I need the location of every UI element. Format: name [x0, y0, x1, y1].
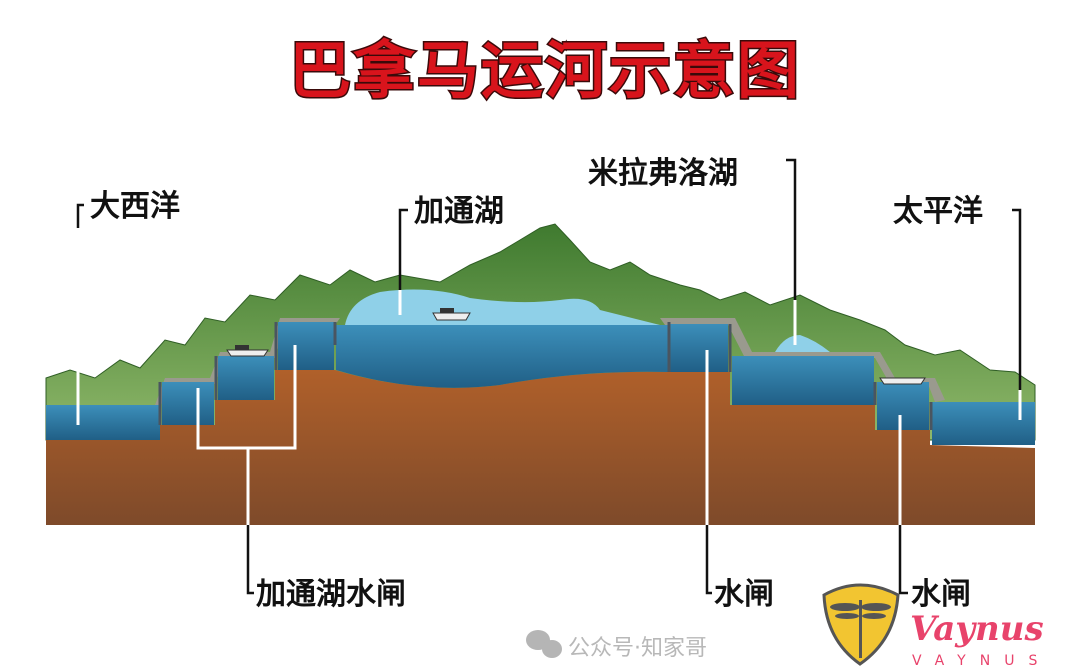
- label-pacific: 太平洋: [893, 194, 983, 229]
- label-atlantic: 大西洋: [90, 189, 180, 224]
- pacific-water: [932, 402, 1035, 445]
- miraflores-lake-water: [732, 356, 874, 405]
- leader-lock-right: [898, 525, 908, 595]
- leader-gatun-lake: [398, 208, 408, 290]
- leader-pacific: [1012, 208, 1022, 390]
- wechat-icon: [526, 630, 562, 658]
- watermark-account: 公众号·知家哥: [568, 636, 707, 661]
- ground-cross-section: [46, 370, 1035, 525]
- leader-lock-middle: [705, 525, 712, 595]
- watermark-brand-caps: VAYNUS: [912, 653, 1051, 668]
- leader-gatun-locks: [246, 525, 254, 595]
- ship-icon: [432, 308, 471, 321]
- label-miraflores-lake: 米拉弗洛湖: [588, 156, 738, 191]
- ship-icon: [226, 345, 269, 357]
- diagram-title: 巴拿马运河示意图: [289, 34, 801, 107]
- gatun-lock-chamber-2: [218, 356, 274, 400]
- miraflores-lake-surface: [775, 335, 830, 352]
- gatun-lake-water: [336, 325, 668, 388]
- pedro-miguel-lock-chamber: [670, 324, 728, 372]
- leader-gatun-locks-bracket: [196, 345, 297, 525]
- gatun-lake-surface: [345, 289, 660, 325]
- label-lock-right: 水闸: [911, 577, 971, 612]
- watermark: 公众号·知家哥 Vaynus VAYNUS: [526, 583, 1051, 668]
- lock-gates: [158, 322, 933, 430]
- leader-atlantic: [76, 203, 84, 228]
- label-gatun-locks: 加通湖水闸: [256, 577, 406, 612]
- leader-miraflores-lake: [786, 158, 797, 300]
- ship-icon: [879, 377, 926, 385]
- watermark-brand-script: Vaynus: [910, 609, 1044, 649]
- gatun-lock-chamber-1: [162, 382, 214, 425]
- label-lock-middle: 水闸: [714, 577, 774, 612]
- atlantic-water: [46, 405, 160, 440]
- label-gatun-lake: 加通湖: [414, 194, 504, 229]
- dragonfly-icon: [830, 600, 891, 658]
- miraflores-lock-chamber: [877, 382, 929, 430]
- gatun-lock-chamber-3: [278, 322, 334, 370]
